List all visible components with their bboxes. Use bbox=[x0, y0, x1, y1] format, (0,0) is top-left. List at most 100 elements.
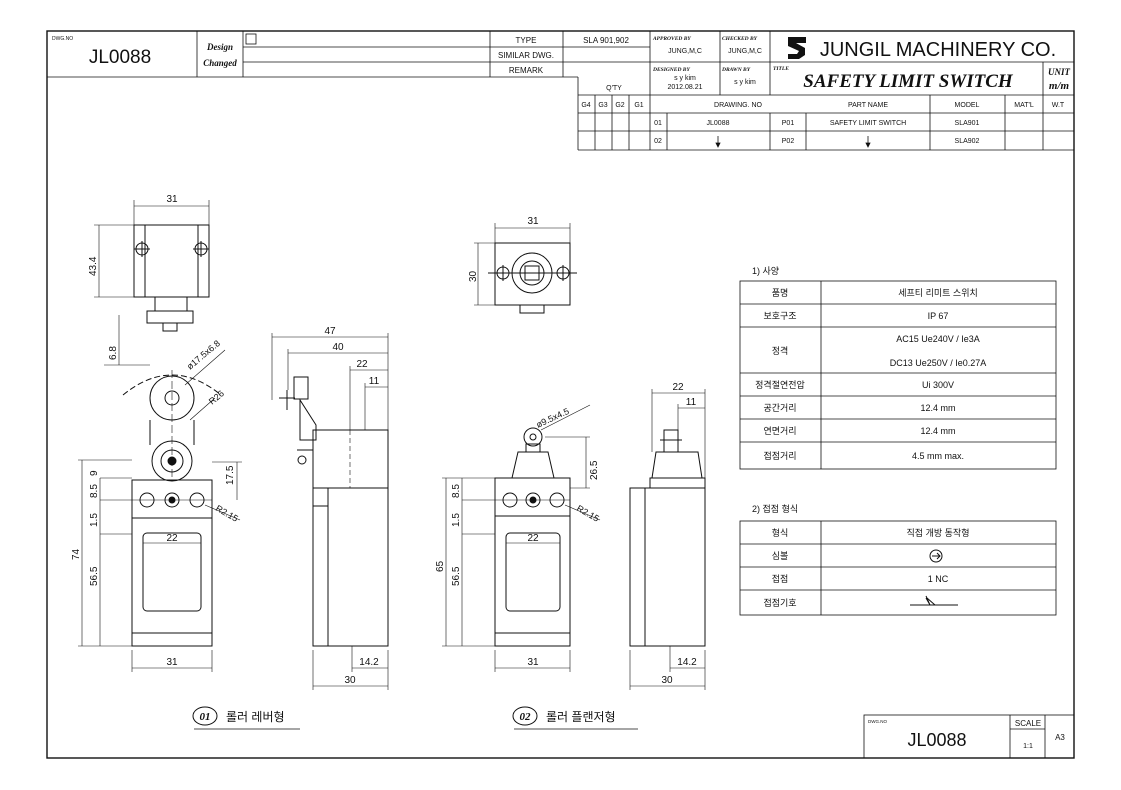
checked-by-label: CHECKED BY bbox=[722, 36, 758, 42]
dim-11-1: 11 bbox=[369, 376, 380, 387]
dim-22-2: 22 bbox=[527, 533, 539, 544]
spec-value-5: 12.4 mm bbox=[920, 426, 955, 436]
changed-label: Changed bbox=[203, 58, 237, 68]
bottom-title-block bbox=[863, 714, 1075, 759]
designed-date: 2012.08.21 bbox=[667, 84, 702, 91]
spec-value-4: 12.4 mm bbox=[920, 403, 955, 413]
spec-value-0: 세프티 리미트 스위치 bbox=[898, 287, 978, 298]
contact-value-2: 1 NC bbox=[928, 574, 949, 584]
spec-value-2: AC15 Ue240V / Ie3A bbox=[896, 334, 980, 344]
contact-label-1: 심볼 bbox=[772, 551, 789, 561]
col-matl: MAT'L bbox=[1014, 102, 1034, 109]
dim-9: 9 bbox=[89, 470, 100, 476]
title-label: TITLE bbox=[773, 66, 789, 72]
sheet-size: A3 bbox=[1055, 733, 1065, 742]
row2-part: P02 bbox=[782, 138, 795, 145]
view-02-dim-labels: 31 30 ø9.5x4.5 8.5 1.5 26.5 R2.15 22 65 … bbox=[435, 216, 697, 686]
drawn-by-label: DRAWN BY bbox=[721, 67, 751, 73]
bottom-dwg-no: JL0088 bbox=[907, 730, 966, 750]
view-01-dim-labels: 31 43.4 6.8 ø17.5x6.8 R26 9 8.5 1.5 17.5… bbox=[71, 194, 380, 686]
dim-31-top: 31 bbox=[166, 194, 178, 205]
remark-label: REMARK bbox=[509, 66, 544, 75]
view-02-dimensions bbox=[442, 223, 706, 690]
spec-table bbox=[739, 280, 1057, 470]
similar-dwg-label: SIMILAR DWG. bbox=[498, 51, 554, 60]
dim-31-bottom-2: 31 bbox=[527, 657, 539, 668]
view-01-caption: 롤러 레버형 bbox=[226, 710, 285, 724]
dim-43-4: 43.4 bbox=[88, 256, 99, 276]
spec-table-text: 품명 세프티 리미트 스위치 보호구조 IP 67 정격 AC15 Ue240V… bbox=[755, 287, 986, 461]
scale-label: SCALE bbox=[1015, 719, 1041, 728]
row2-model: SLA902 bbox=[955, 138, 980, 145]
spec-label-4: 공간거리 bbox=[763, 403, 796, 413]
col-model: MODEL bbox=[955, 102, 980, 109]
dim-26-5: 26.5 bbox=[589, 460, 600, 480]
dim-1-5: 1.5 bbox=[89, 513, 100, 527]
sheet-border bbox=[46, 30, 1075, 759]
spec-label-5: 연면거리 bbox=[763, 426, 796, 436]
dim-22-side-1: 22 bbox=[356, 359, 368, 370]
view-02-number: 02 bbox=[520, 711, 532, 723]
spec-section-title: 1) 사양 bbox=[752, 266, 779, 276]
dim-r2-15-1: R2.15 bbox=[214, 503, 240, 524]
company-name: JUNGIL MACHINERY CO. bbox=[820, 39, 1056, 61]
dim-65: 65 bbox=[435, 560, 446, 572]
dim-22-1: 22 bbox=[166, 533, 178, 544]
view-01-number: 01 bbox=[200, 711, 211, 723]
dim-8-5-2: 8.5 bbox=[451, 484, 462, 498]
view-02-drawing bbox=[488, 242, 706, 647]
dim-r2-15-2: R2.15 bbox=[575, 503, 601, 524]
scale-value: 1:1 bbox=[1023, 743, 1033, 750]
dim-11-2: 11 bbox=[686, 397, 697, 408]
dim-1-5-2: 1.5 bbox=[451, 513, 462, 527]
dim-30-2: 30 bbox=[661, 675, 673, 686]
designed-by-label: DESIGNED BY bbox=[652, 67, 690, 73]
company-logo-icon bbox=[788, 37, 806, 59]
dim-8-5: 8.5 bbox=[89, 484, 100, 498]
direct-opening-symbol-icon bbox=[929, 549, 943, 563]
row1-drawing: JL0088 bbox=[707, 120, 730, 127]
dim-30-1: 30 bbox=[344, 675, 356, 686]
dim-74: 74 bbox=[71, 548, 82, 560]
row1-part: P01 bbox=[782, 120, 795, 127]
dim-r26: R26 bbox=[207, 388, 226, 406]
view-02-caption: 롤러 플랜저형 bbox=[546, 710, 616, 724]
dim-56-5-2: 56.5 bbox=[451, 566, 462, 586]
dim-56-5-1: 56.5 bbox=[89, 566, 100, 586]
drawn-by: s y kim bbox=[734, 79, 756, 86]
dwg-no: JL0088 bbox=[89, 47, 151, 68]
contact-label-3: 접점기호 bbox=[763, 597, 796, 608]
contact-table-text: 형식 직접 개방 동작형 심볼 접점 1 NC 접점기호 bbox=[763, 527, 969, 608]
col-g4: G4 bbox=[581, 102, 590, 109]
row1-name: SAFETY LIMIT SWITCH bbox=[830, 120, 906, 127]
row2-no: 02 bbox=[654, 138, 662, 145]
col-g3: G3 bbox=[598, 102, 607, 109]
dim-31-top-2: 31 bbox=[527, 216, 539, 227]
unit-label: UNIT bbox=[1048, 67, 1071, 77]
spec-label-3: 정격절연전압 bbox=[755, 379, 805, 390]
design-label: Design bbox=[206, 42, 233, 52]
qty-label: Q'TY bbox=[606, 85, 622, 92]
dim-22-side-2: 22 bbox=[672, 382, 684, 393]
approved-by: JUNG,M,C bbox=[668, 48, 702, 55]
type-value: SLA 901,902 bbox=[583, 36, 629, 45]
checked-by: JUNG,M,C bbox=[728, 48, 762, 55]
view-01-dimensions bbox=[78, 200, 389, 690]
dim-31-bottom-1: 31 bbox=[166, 657, 178, 668]
dim-roller-1: ø17.5x6.8 bbox=[185, 338, 222, 371]
dim-14-2-1: 14.2 bbox=[359, 657, 379, 668]
spec-value-6: 4.5 mm max. bbox=[912, 451, 964, 461]
dim-30-top: 30 bbox=[468, 270, 479, 282]
nc-contact-symbol-icon bbox=[910, 595, 958, 606]
view-01-drawing bbox=[122, 224, 389, 647]
drawing-title: SAFETY LIMIT SWITCH bbox=[803, 71, 1014, 92]
title-block bbox=[47, 31, 1074, 151]
col-g2: G2 bbox=[615, 102, 624, 109]
unit-value: m/m bbox=[1049, 80, 1070, 92]
type-label: TYPE bbox=[516, 36, 537, 45]
col-wt: W.T bbox=[1052, 102, 1065, 109]
row1-model: SLA901 bbox=[955, 120, 980, 127]
spec-label-0: 품명 bbox=[772, 288, 789, 298]
spec-label-2: 정격 bbox=[772, 345, 789, 356]
spec-value-1: IP 67 bbox=[928, 311, 949, 321]
